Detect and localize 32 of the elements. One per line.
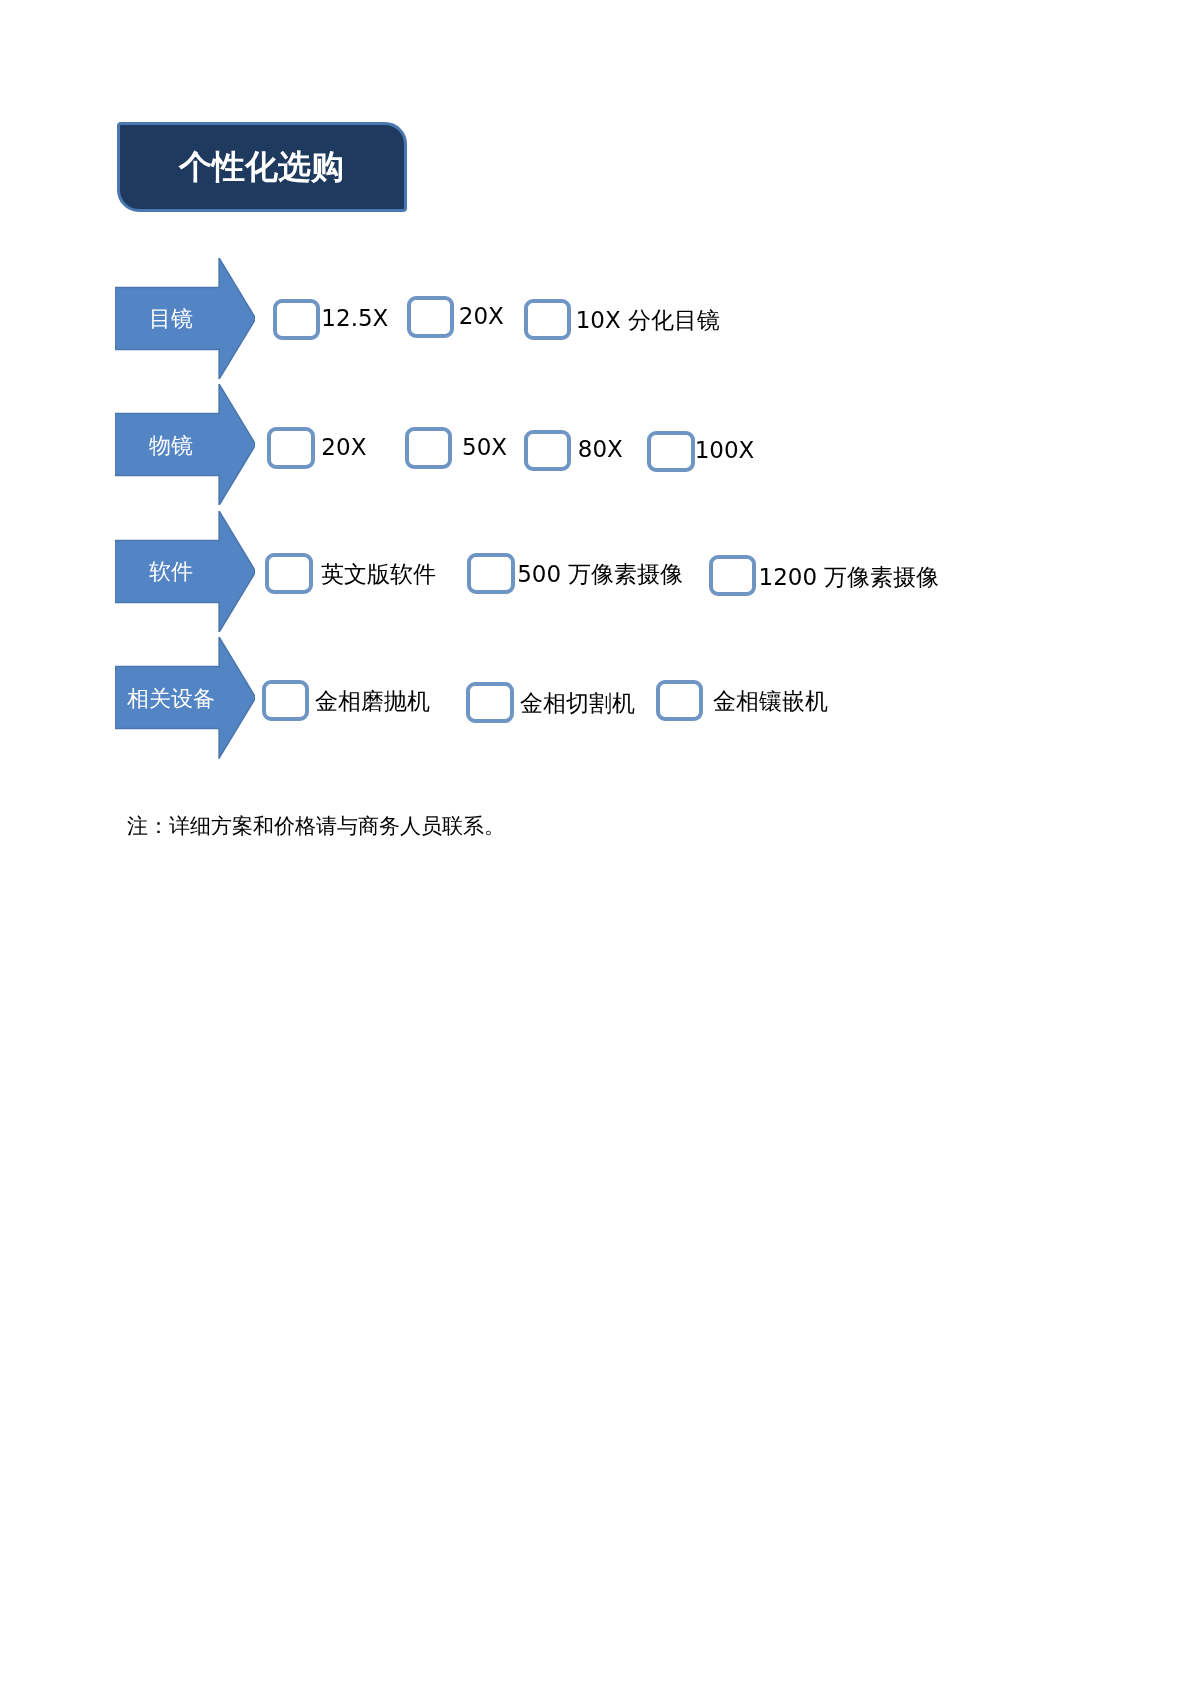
option-label: 金相磨抛机: [314, 687, 430, 717]
option-label: 50X: [462, 433, 508, 460]
checkbox: [466, 681, 514, 723]
option-label: 金相切割机: [520, 689, 636, 719]
option-label: 20X: [458, 303, 504, 330]
checkbox: [406, 296, 455, 338]
note-text: 注：详细方案和价格请与商务人员联系。: [126, 812, 505, 840]
checkbox: [708, 555, 757, 597]
option-label: 英文版软件: [321, 560, 437, 590]
category-banner: 相关设备: [114, 637, 256, 759]
option-label: 1200 万像素摄像: [758, 562, 940, 592]
checkbox: [523, 298, 572, 340]
option-label: 12.5X: [321, 305, 389, 332]
option-label: 金相镶嵌机: [713, 687, 829, 717]
category-banner: 软件: [114, 510, 256, 632]
checkbox: [404, 427, 453, 469]
category-banner: 目镜: [114, 257, 256, 379]
option-label: 500 万像素摄像: [517, 560, 684, 590]
option-label: 80X: [577, 436, 623, 463]
checkbox: [655, 679, 704, 721]
option-label: 100X: [694, 437, 755, 464]
option-label: 20X: [321, 433, 367, 460]
checkbox: [267, 427, 315, 469]
checkbox: [523, 429, 572, 471]
option-label: 10X 分化目镜: [575, 306, 720, 336]
checkbox: [265, 552, 313, 595]
checkbox: [272, 298, 321, 340]
checkbox: [647, 430, 695, 472]
checkbox: [261, 679, 310, 721]
category-banner: 物镜: [114, 384, 256, 506]
checkbox: [467, 552, 516, 595]
title-banner: 个性化选购: [116, 122, 407, 213]
